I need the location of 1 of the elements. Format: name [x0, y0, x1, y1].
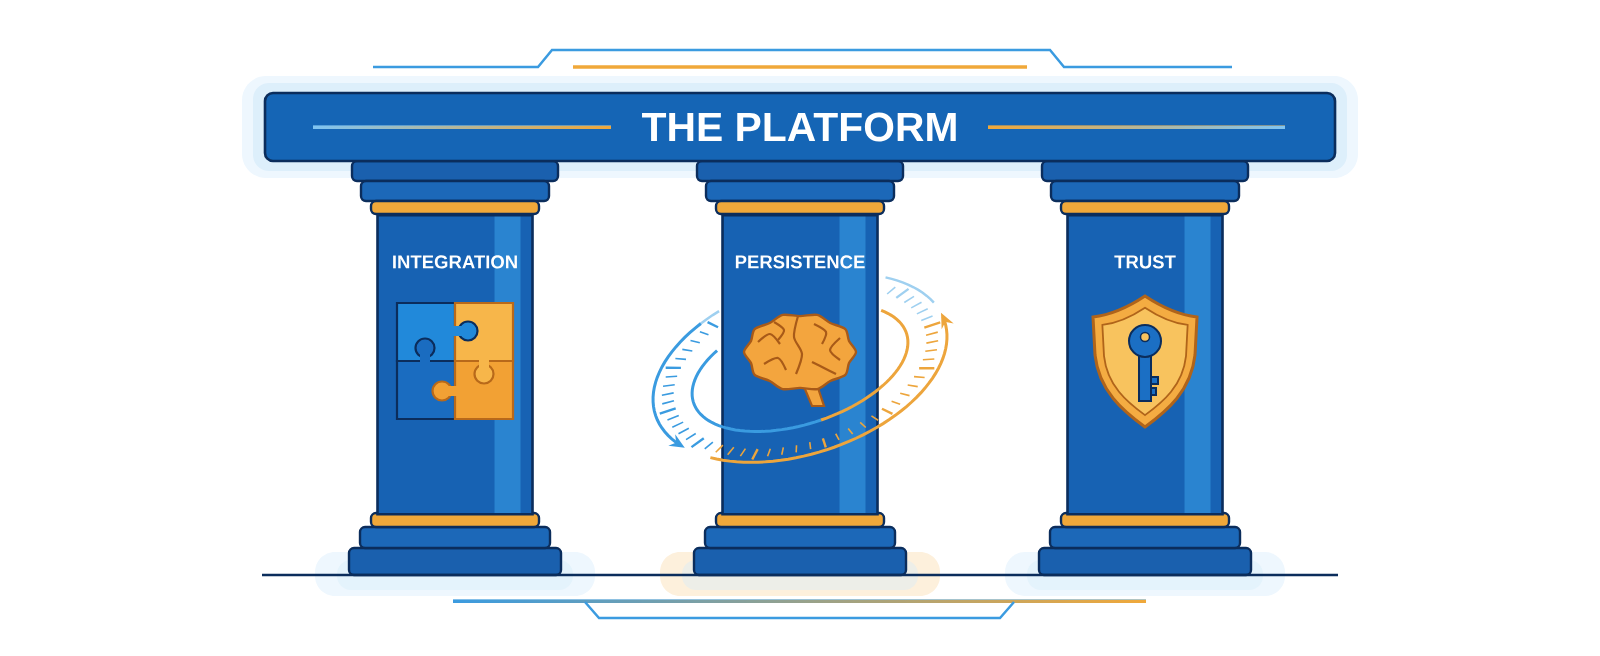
beam: THE PLATFORM	[263, 91, 1337, 163]
